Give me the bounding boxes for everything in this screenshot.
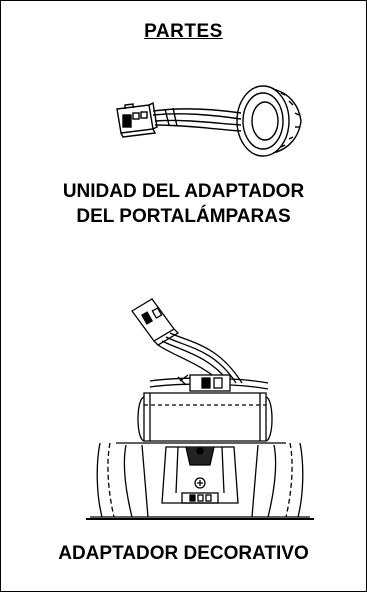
wires <box>152 107 242 132</box>
section-title: PARTES <box>144 21 223 42</box>
decorative-adapter-illustration <box>86 293 314 523</box>
housing <box>96 442 304 518</box>
part-label-line1: UNIDAD DEL ADAPTADOR <box>62 181 305 202</box>
lampholder-adapter-illustration <box>113 79 309 161</box>
transformer-block <box>137 392 273 442</box>
part-label-line2: DEL PORTALÁMPARAS <box>76 206 291 227</box>
socket-ring <box>236 85 302 157</box>
part-label-decorative: ADAPTADOR DECORATIVO <box>58 543 309 564</box>
inner-mechanism <box>161 446 239 504</box>
base-flange <box>86 516 314 520</box>
part-label-lampholder: UNIDAD DEL ADAPTADOR DEL PORTALÁMPARAS <box>1 179 366 229</box>
wire-junction <box>149 374 269 392</box>
top-connector <box>131 298 180 346</box>
connector-block <box>116 101 158 138</box>
